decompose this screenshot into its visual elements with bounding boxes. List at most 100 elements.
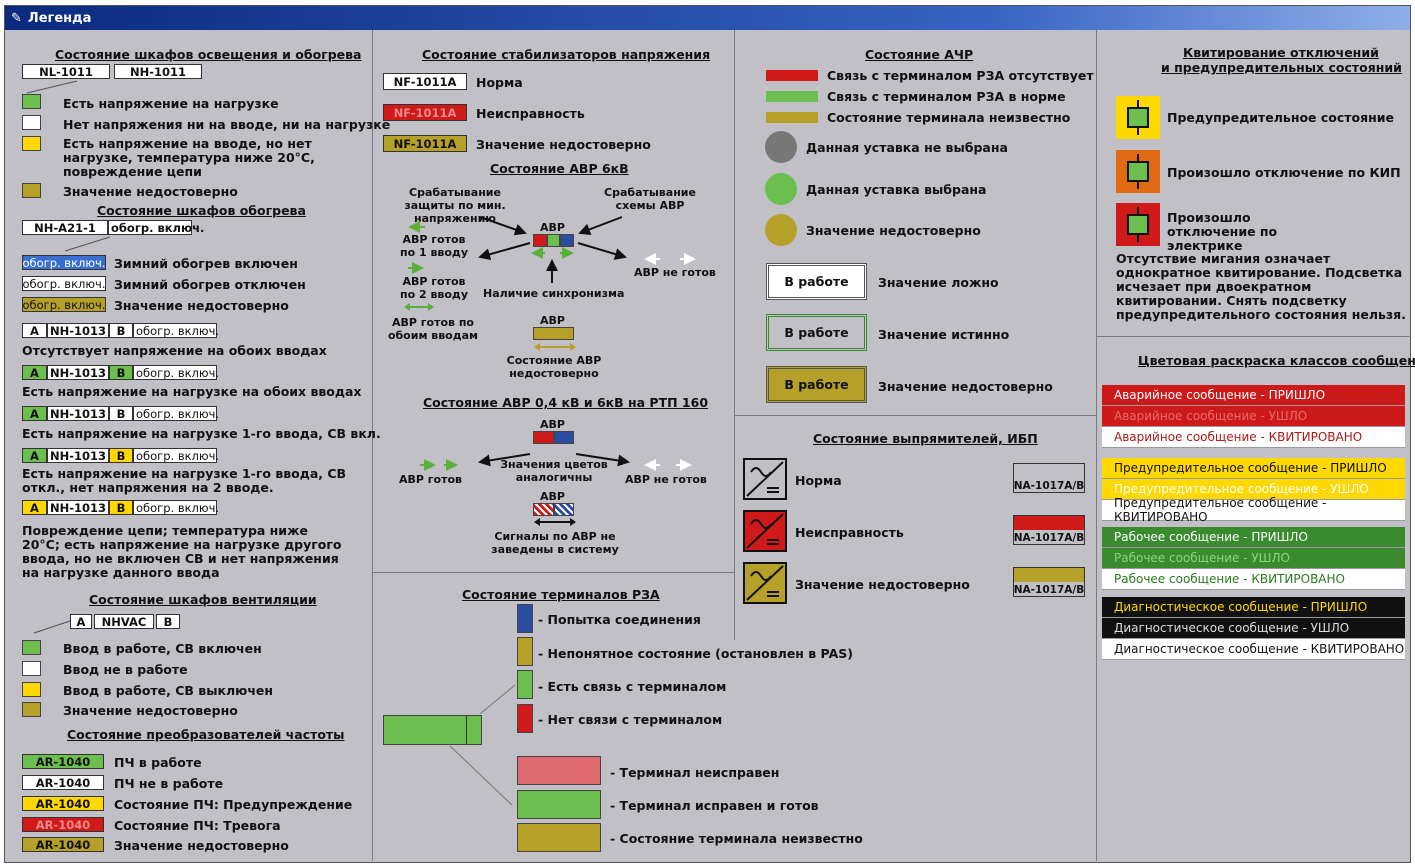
ack-note: Отсутствие мигания означает однократное … [1116,251,1406,322]
legend-label: Норма [795,473,842,488]
message-class-row[interactable]: Аварийное сообщение - КВИТИРОВАНО [1102,427,1405,448]
legend-label: Есть напряжение на нагрузке [63,96,279,111]
heating-state: обогр. включ. [133,500,219,515]
in-work-button[interactable]: В работе [766,314,867,351]
message-class-row[interactable]: Диагностическое сообщение - УШЛО [1102,618,1405,639]
swatch-green [22,94,41,109]
legend-label: Неисправность [795,525,904,540]
heating-state[interactable]: обогр. включ. [108,220,204,235]
vent-tag[interactable]: NHVAC [94,614,154,629]
avr-section [533,327,574,340]
rza-terminal-example[interactable] [383,715,482,745]
input-a[interactable]: A [70,614,92,629]
title-bar[interactable]: ✎ Легенда [5,6,1410,30]
message-class-row[interactable]: Рабочее сообщение - ПРИШЛО [1102,527,1405,548]
message-class-row[interactable]: Аварийное сообщение - ПРИШЛО [1102,385,1405,406]
message-class-row[interactable]: Аварийное сообщение - УШЛО [1102,406,1405,427]
stab-tag[interactable]: NF-1011A [383,73,467,90]
avr6-title: Состояние АВР 6кВ [490,161,629,176]
message-class-row[interactable]: Рабочее сообщение - УШЛО [1102,548,1405,569]
heating-state: обогр. включ. [133,406,219,421]
swatch-white [22,661,41,676]
avr-label: Значения цветов аналогичны [500,458,608,484]
swatch-olive [22,183,41,198]
divider [466,716,467,744]
lighting-title: Состояние шкафов освещения и обогрева [55,47,362,62]
legend-label: Есть напряжение на вводе, но нет нагрузк… [63,136,315,179]
link-bar-olive [766,112,818,123]
ups-tag[interactable]: NA-1017A/B [1013,515,1085,545]
divider [1096,336,1411,337]
legend-label: Значение недостоверно [795,577,970,592]
avr-label: Состояние АВР недостоверно [506,354,602,380]
input-b: B [109,406,133,421]
legend-label: Произошло отключение по КИП [1167,165,1401,180]
window-icon: ✎ [11,10,22,26]
avr-label: Сигналы по АВР не заведены в систему [491,530,619,556]
message-class-row[interactable]: Предупредительное сообщение - ПРИШЛО [1102,458,1405,479]
rza-swatch [517,756,601,785]
ack-warning-icon [1116,96,1160,139]
swatch-yellow [22,136,41,151]
message-class-row[interactable]: Предупредительное сообщение - КВИТИРОВАН… [1102,496,1405,524]
legend-label: Значение недостоверно [114,838,289,853]
avr-section [554,431,574,444]
rza-swatch [517,604,533,633]
avr-label: АВР не готов [625,473,707,486]
nh-tag[interactable]: NH-1011 [114,64,202,79]
heating-state: обогр. включ. [133,323,219,338]
legend-label: - Терминал исправен и готов [610,798,819,813]
legend-label: Ввод в работе, СВ включен [63,641,262,656]
ack-electric-icon [1116,203,1160,246]
vfd-tag[interactable]: AR-1040 [22,775,104,790]
legend-label: ПЧ в работе [114,755,202,770]
rza-swatch [517,637,533,666]
rza-swatch [517,823,601,852]
setpoint-dot [765,131,797,163]
message-class-row[interactable]: Предупредительное сообщение - УШЛО [1102,479,1405,500]
message-class-row[interactable]: Диагностическое сообщение - КВИТИРОВАНО [1102,639,1405,660]
message-class-row[interactable]: Рабочее сообщение - КВИТИРОВАНО [1102,569,1405,590]
ups-tag[interactable]: NA-1017A/B [1013,567,1085,597]
legend-label: Значение недостоверно [63,703,238,718]
rza-title: Состояние терминалов РЗА [462,587,660,602]
in-work-button[interactable]: В работе [766,263,867,300]
vfd-tag[interactable]: AR-1040 [22,837,104,852]
vfd-tag[interactable]: AR-1040 [22,754,104,769]
avr-label: АВР [540,418,565,431]
legend-label: Состояние ПЧ: Предупреждение [114,797,353,812]
ups-tag[interactable]: NA-1017A/B [1013,463,1085,493]
input-b: B [109,323,133,338]
setpoint-dot [765,173,797,205]
classes-title: Цветовая раскраска классов сообщений [1138,353,1415,368]
window-title: Легенда [27,10,92,26]
vfd-tag[interactable]: AR-1040 [22,817,104,832]
heating-chip-off: обогр. включ. [22,276,106,291]
vfd-tag[interactable]: AR-1040 [22,796,104,811]
swatch-olive [22,702,41,717]
stab-tag[interactable]: NF-1011A [383,135,467,152]
legend-label: Данная уставка не выбрана [806,140,1008,155]
rza-swatch [517,790,601,819]
heating-tag[interactable]: NH-A21-1 [22,220,108,235]
legend-label: Состояние ПЧ: Тревога [114,818,281,833]
input-b[interactable]: B [156,614,180,629]
legend-label: Произошло отключение по электрике [1167,210,1278,253]
rectifier-icon [743,562,787,604]
legend-label: Состояние терминала неизвестно [827,110,1071,125]
avr-label: Срабатывание защиты по мин. напряжению [404,186,506,225]
legend-label: Ввод в работе, СВ выключен [63,683,274,698]
in-work-button[interactable]: В работе [766,366,867,403]
avr-section [533,503,554,516]
nh-tag: NH-1013 [47,500,109,515]
nh-tag: NH-1013 [47,323,109,338]
stab-tag[interactable]: NF-1011A [383,104,467,121]
input-a: A [22,448,47,463]
avr-label: АВР готов по обоим вводам [387,316,479,342]
nl-tag[interactable]: NL-1011 [22,64,110,79]
message-class-row[interactable]: Диагностическое сообщение - ПРИШЛО [1102,597,1405,618]
legend-label: Есть напряжение на нагрузке на обоих вво… [22,384,362,399]
legend-label: Ввод не в работе [63,662,188,677]
avr-label: АВР готов по 2 вводу [399,275,468,301]
avr-section [547,234,560,247]
